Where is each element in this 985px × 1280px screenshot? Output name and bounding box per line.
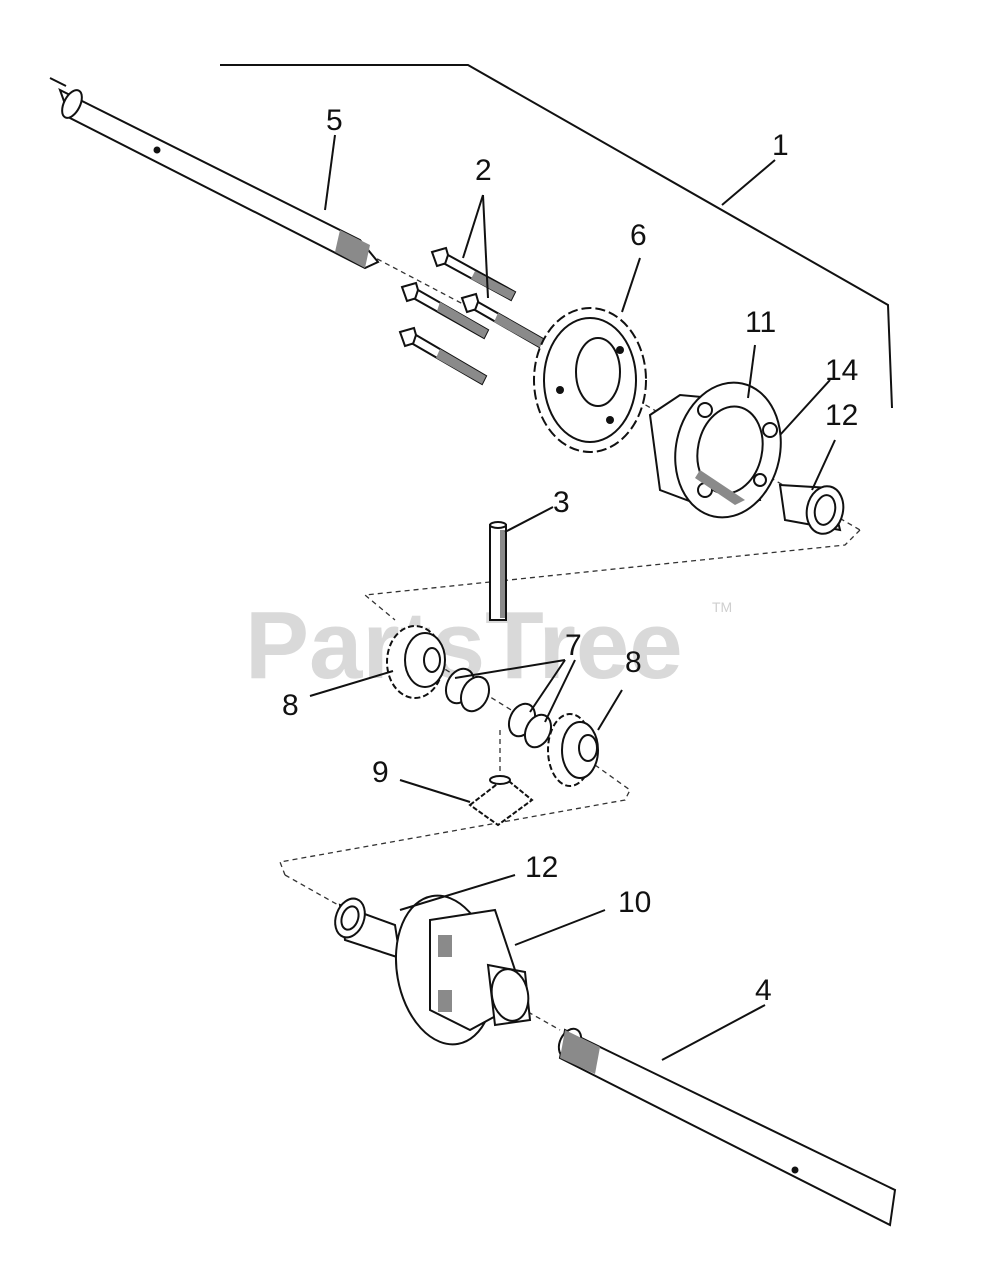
centerline-paths (169, 149, 861, 1031)
axle-shaft-right (557, 1027, 897, 1227)
callout-7: 7 (565, 629, 582, 662)
callout-14: 14 (825, 354, 858, 387)
cross-pin (489, 521, 507, 621)
callout-3: 3 (553, 486, 570, 519)
callout-11: 11 (745, 306, 776, 339)
callout-8-right: 8 (625, 646, 642, 679)
callout-4: 4 (755, 974, 772, 1007)
thrust-washers (444, 667, 553, 749)
bushing-upper (778, 483, 845, 535)
callout-5: 5 (326, 104, 343, 137)
callout-labels: 1 2 3 4 5 6 7 8 8 9 10 11 12 12 14 (282, 104, 858, 1007)
pinion-gear (468, 775, 534, 827)
bushing-lower (334, 897, 402, 960)
axle-shaft-left (49, 77, 380, 270)
bevel-gear-left (386, 625, 446, 699)
bevel-gear-right (547, 713, 599, 787)
callout-6: 6 (630, 219, 647, 252)
callout-8-left: 8 (282, 689, 299, 722)
callout-9: 9 (372, 756, 389, 789)
callout-12-lower: 12 (525, 851, 558, 884)
callout-2: 2 (475, 154, 492, 187)
differential-housing-right (648, 381, 782, 519)
callout-1: 1 (772, 129, 789, 162)
assembly-bracket-line (220, 64, 893, 409)
watermark-trademark: TM (712, 599, 732, 615)
callout-12-upper: 12 (825, 399, 858, 432)
differential-housing-left (394, 894, 532, 1046)
leader-lines (309, 134, 836, 1061)
callout-10: 10 (618, 886, 651, 919)
bolt-set (398, 246, 547, 386)
sprocket (533, 307, 647, 453)
